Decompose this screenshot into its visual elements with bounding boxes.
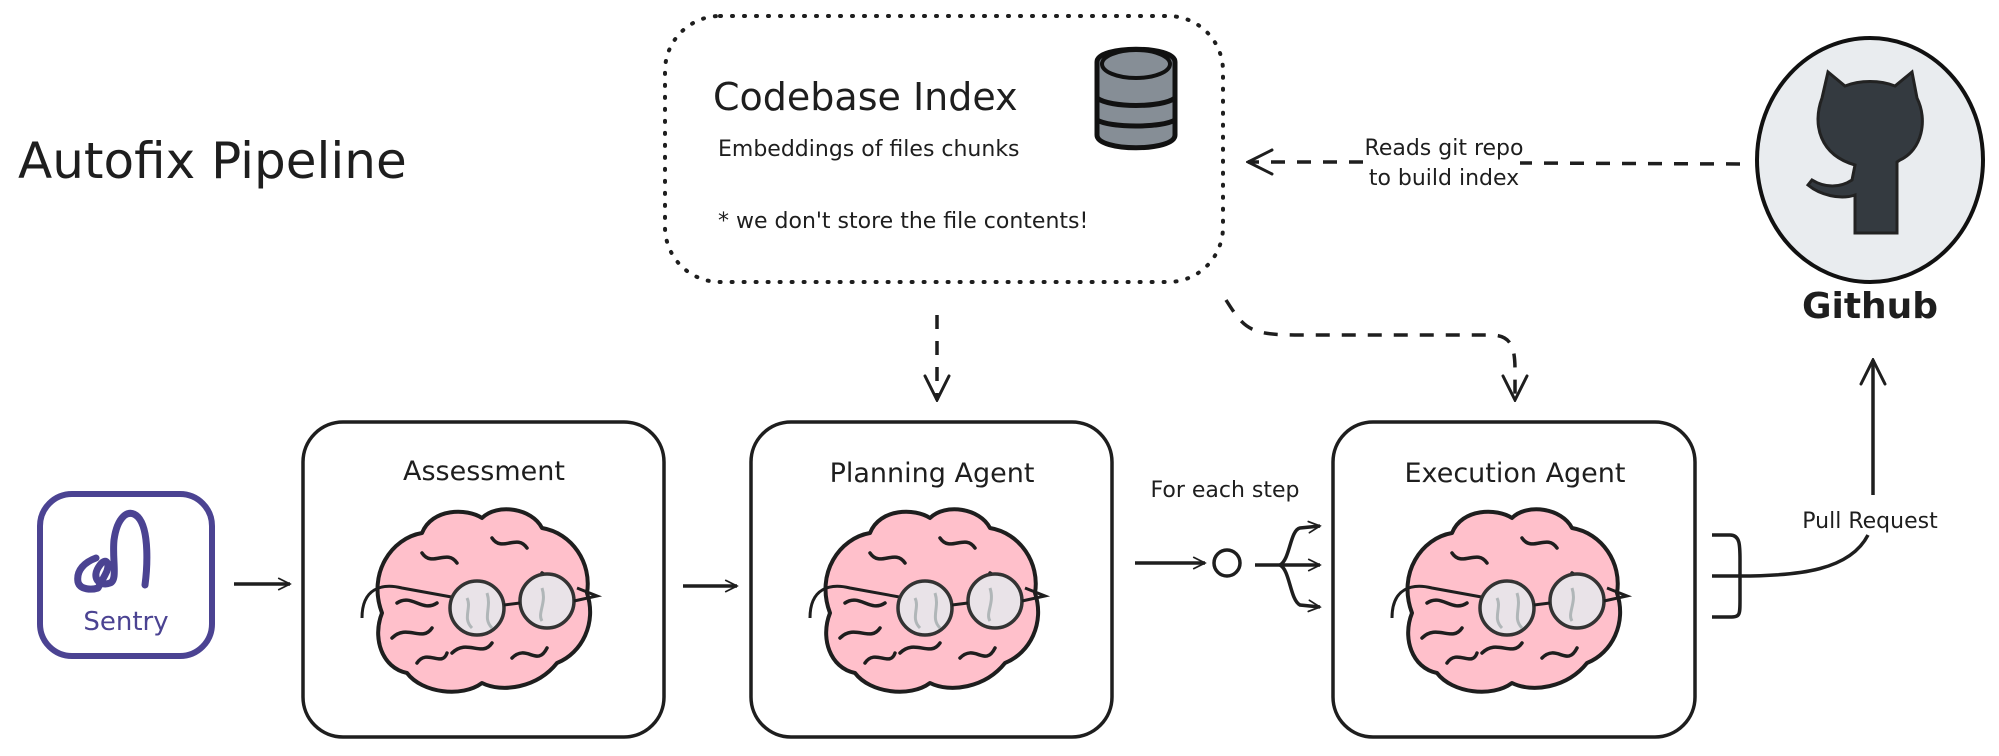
index-to-execution-arrow bbox=[1224, 299, 1515, 400]
github-edge-label-line2: to build index bbox=[1369, 166, 1519, 191]
codebase-index-title: Codebase Index bbox=[713, 75, 1018, 119]
for-each-step-label: For each step bbox=[1150, 478, 1299, 503]
sentry-label: Sentry bbox=[83, 607, 168, 637]
sentry-node[interactable]: Sentry bbox=[37, 491, 215, 659]
stage-label: Planning Agent bbox=[830, 458, 1035, 489]
loop-node bbox=[1212, 548, 1242, 578]
codebase-index-border bbox=[663, 14, 1225, 284]
codebase-index-note: * we don't store the file contents! bbox=[718, 209, 1088, 234]
stage-assessment[interactable]: Assessment bbox=[301, 420, 666, 739]
github-label: Github bbox=[1802, 286, 1938, 327]
codebase-index-box[interactable]: Codebase Index Embeddings of files chunk… bbox=[663, 14, 1225, 284]
pull-request-label: Pull Request bbox=[1802, 509, 1938, 534]
codebase-index-subtitle: Embeddings of files chunks bbox=[718, 137, 1020, 162]
stage-planning-agent[interactable]: Planning Agent bbox=[749, 420, 1114, 739]
github-to-index-arrow-segment bbox=[1519, 161, 1741, 166]
stage-execution-agent[interactable]: Execution Agent bbox=[1331, 420, 1697, 739]
stage-label: Assessment bbox=[403, 456, 565, 487]
github-node[interactable]: Github bbox=[1755, 36, 1985, 327]
database-icon bbox=[1094, 46, 1178, 151]
diagram-title: Autofix Pipeline bbox=[18, 132, 407, 190]
sentry-logo-icon bbox=[74, 509, 151, 593]
github-octocat-icon bbox=[1805, 69, 1924, 235]
stage-label: Execution Agent bbox=[1405, 458, 1626, 489]
sentry-border bbox=[37, 491, 215, 659]
pull-request-arrow bbox=[1712, 360, 1873, 619]
github-edge-label-line1: Reads git repo bbox=[1365, 136, 1524, 161]
fanout-arrows bbox=[1255, 526, 1320, 607]
